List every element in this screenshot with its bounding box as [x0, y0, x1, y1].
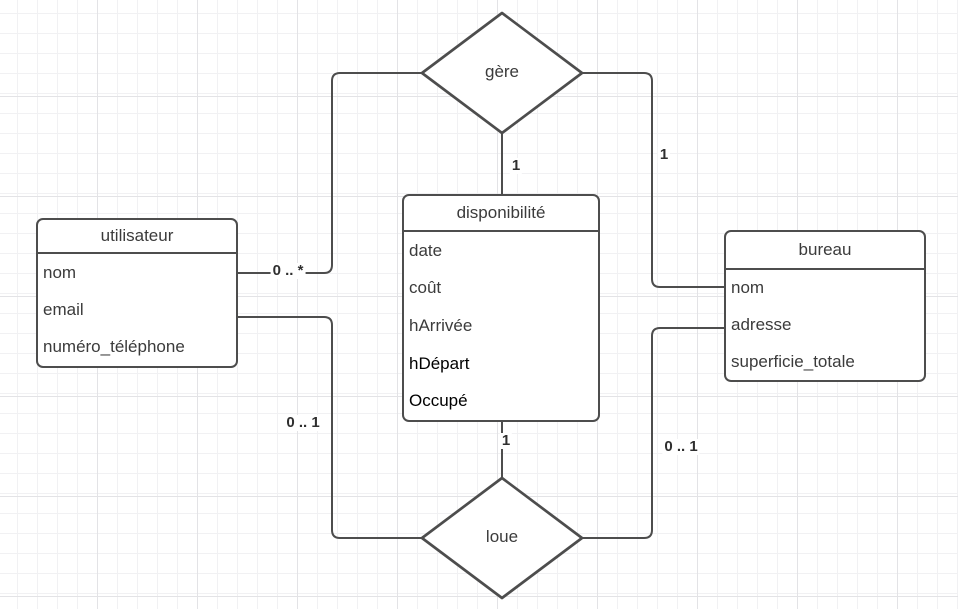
- attribute-nom[interactable]: nom: [43, 262, 77, 282]
- attribute-harrivee[interactable]: hArrivée: [409, 315, 473, 335]
- attribute-superficie-totale[interactable]: superficie_totale: [731, 351, 855, 371]
- relationship-gere-diamond[interactable]: [420, 11, 584, 135]
- connector-utilisateur-gere[interactable]: [238, 72, 422, 274]
- connector-gere-bureau[interactable]: [582, 72, 724, 288]
- relationship-loue-label[interactable]: loue: [485, 527, 519, 546]
- cardinality-gere-disponibilite[interactable]: 1: [509, 157, 523, 174]
- attribute-adresse[interactable]: adresse: [731, 315, 792, 334]
- cardinality-gere-bureau[interactable]: 1: [657, 146, 671, 163]
- attribute-cout[interactable]: coût: [409, 278, 442, 298]
- entity-disponibilite-title[interactable]: disponibilité: [404, 196, 598, 232]
- entity-bureau-attributes: nom adresse superficie_totale: [726, 270, 924, 380]
- cardinality-loue-bureau[interactable]: 0 .. 1: [662, 438, 700, 455]
- cardinality-disponibilite-loue[interactable]: 1: [499, 432, 513, 449]
- attribute-nom-bureau[interactable]: nom: [731, 278, 765, 298]
- entity-disponibilite-attributes: date coût hArrivée hDépart Occupé: [404, 232, 598, 420]
- cardinality-utilisateur-loue[interactable]: 0 .. 1: [284, 414, 322, 431]
- cardinality-utilisateur-gere[interactable]: 0 .. *: [270, 262, 306, 279]
- connector-loue-bureau[interactable]: [582, 327, 724, 539]
- relationship-gere-label[interactable]: gère: [484, 62, 520, 81]
- entity-bureau[interactable]: bureau nom adresse superficie_totale: [724, 230, 926, 382]
- entity-utilisateur-title[interactable]: utilisateur: [38, 220, 236, 254]
- entity-bureau-title[interactable]: bureau: [726, 232, 924, 270]
- connector-utilisateur-loue[interactable]: [238, 316, 422, 539]
- attribute-occupe[interactable]: Occupé: [409, 391, 468, 411]
- attribute-email[interactable]: email: [43, 299, 84, 319]
- relationship-loue-diamond[interactable]: [420, 476, 584, 600]
- attribute-hdepart[interactable]: hDépart: [409, 353, 470, 373]
- attribute-numero-telephone[interactable]: numéro_téléphone: [43, 337, 185, 357]
- attribute-date[interactable]: date: [409, 240, 443, 260]
- entity-disponibilite[interactable]: disponibilité date coût hArrivée hDépart…: [402, 194, 600, 422]
- entity-utilisateur-attributes: nom email numéro_téléphone: [38, 254, 236, 366]
- entity-utilisateur[interactable]: utilisateur nom email numéro_téléphone: [36, 218, 238, 368]
